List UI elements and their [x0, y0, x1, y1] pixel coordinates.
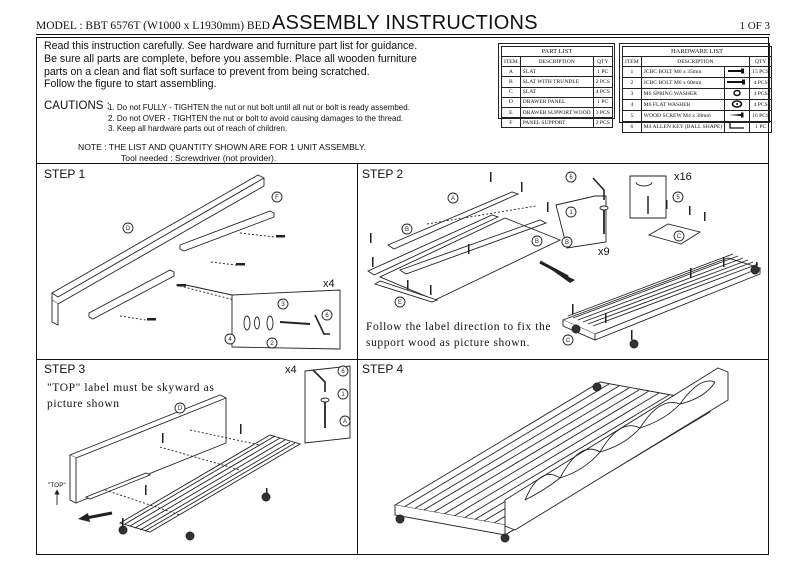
callout-label: 6: [325, 313, 329, 319]
step-divider-vertical: [357, 163, 358, 555]
callout-d: [122, 222, 134, 234]
step-4-title: STEP 4: [362, 362, 404, 376]
table-row: 6 M4 ALLEN KEY (BALL SHAPE) 1 PC: [622, 121, 773, 134]
page-header: MODEL : BBT 6576T (W1000 x L1930mm) BED …: [36, 12, 770, 35]
caution-item: 1. Do not FULLY - TIGHTEN the nut or nut…: [108, 103, 410, 112]
qty-cell: 2 PCS: [592, 117, 613, 129]
step-3-quantity: x4: [285, 364, 297, 376]
part-list-table: PART LIST ITEM DESCRIPTION QTY A SLAT 1 …: [501, 46, 613, 129]
table-row: 2 JCBC BOLT M6 x 60mm 4 PCS: [622, 77, 773, 90]
step-divider: [36, 359, 769, 360]
callout-label: C: [566, 338, 571, 344]
intro-line: Follow the figure to start assembling.: [44, 78, 217, 91]
top-label: "TOP": [48, 482, 66, 489]
slat-b: [399, 219, 548, 275]
detail-box: [304, 365, 351, 444]
drawer-panel: [504, 367, 729, 531]
callout-label: B: [405, 227, 409, 233]
intro-line: parts on a clean and flat soft surface t…: [44, 65, 370, 78]
flat-washer-icon: [724, 99, 751, 112]
caution-item: 2. Do not OVER - TIGHTEN the nut or bolt…: [108, 114, 404, 123]
callout-label: D: [178, 406, 183, 412]
page-number: 1 OF 3: [739, 20, 770, 32]
callout-label: A: [451, 196, 455, 202]
note-line: NOTE : THE LIST AND QUANTITY SHOWN ARE F…: [78, 142, 366, 152]
instruction-line: support wood as picture shown.: [366, 336, 530, 349]
callout-label: E: [398, 300, 402, 306]
detail-box: [231, 289, 341, 350]
panel-support: [88, 269, 175, 320]
instruction-line: Follow the label direction to fix the: [366, 321, 552, 333]
callout-label: D: [126, 226, 131, 232]
callout-label: 5: [676, 195, 680, 201]
intro-line: Be sure all parts are complete, before y…: [44, 52, 417, 65]
bolt: [177, 284, 186, 287]
allen-key-icon: [724, 121, 751, 134]
callout-label: 1: [569, 210, 573, 216]
step-1-title: STEP 1: [44, 167, 86, 181]
callout-label: 6: [569, 175, 573, 181]
callout-label: 3: [281, 302, 285, 308]
instruction-sheet: [36, 37, 769, 555]
step-2-bolt-quantity: x9: [598, 246, 610, 258]
table-row: F PANEL SUPPORT 2 PCS: [501, 117, 613, 129]
bolt: [147, 318, 156, 321]
slat-e: [367, 214, 500, 276]
instruction-line: picture shown: [47, 397, 120, 410]
col-header: QTY: [749, 55, 773, 68]
assembly-note: NOTE : THE LIST AND QUANTITY SHOWN ARE F…: [78, 142, 366, 164]
callout-label: 1: [341, 392, 345, 398]
callout-label: B: [535, 239, 539, 245]
step-2-screw-quantity: x16: [674, 171, 692, 183]
callout-label: 6: [341, 369, 345, 375]
page-title: ASSEMBLY INSTRUCTIONS: [272, 12, 538, 34]
caution-item: 3. Keep all hardware parts out of reach …: [108, 124, 288, 133]
panel-support: [179, 210, 275, 252]
callout-label: 4: [228, 337, 232, 343]
bolt: [236, 263, 245, 266]
callout-label: C: [677, 234, 682, 240]
slat-b: [387, 191, 520, 250]
cautions-label: CAUTIONS :: [44, 100, 110, 112]
direction-arrow: [78, 513, 90, 522]
intro-text: Read this instruction carefully. See har…: [44, 40, 424, 91]
step-1-quantity: x4: [323, 278, 335, 290]
callout-label: 2: [270, 341, 274, 347]
hardware-list-table: HARDWARE LIST ITEM DESCRIPTION QTY 1 JCB…: [621, 46, 773, 134]
qty-cell: 1 PC: [749, 121, 773, 134]
tool-note: Tool needed : Screwdriver (not provider)…: [121, 153, 277, 163]
step-2-instruction: Follow the label direction to fix the su…: [366, 320, 551, 351]
step-2-diagram: [367, 171, 762, 349]
instruction-line: "TOP" label must be skyward as: [47, 382, 215, 394]
step-1-diagram: [51, 174, 341, 350]
step-divider: [36, 163, 769, 164]
intro-line: Read this instruction carefully. See har…: [44, 40, 418, 52]
callout-label: F: [275, 195, 279, 201]
bolt: [276, 235, 285, 238]
table-row: 1 JCBC BOLT M6 x 35mm 15 PCS: [622, 66, 773, 79]
model-number: MODEL : BBT 6576T (W1000 x L1930mm) BED: [36, 20, 270, 32]
step-3-diagram: [54, 365, 351, 541]
step-2-title: STEP 2: [362, 167, 404, 181]
step-4-diagram: [393, 367, 729, 543]
step-3-title: STEP 3: [44, 362, 86, 376]
step-3-instruction: "TOP" label must be skyward as picture s…: [47, 381, 214, 412]
callout-label: A: [343, 419, 347, 425]
callout-f: [271, 191, 283, 203]
callout-label: B: [565, 240, 569, 246]
long-bolt-icon: [724, 77, 751, 90]
